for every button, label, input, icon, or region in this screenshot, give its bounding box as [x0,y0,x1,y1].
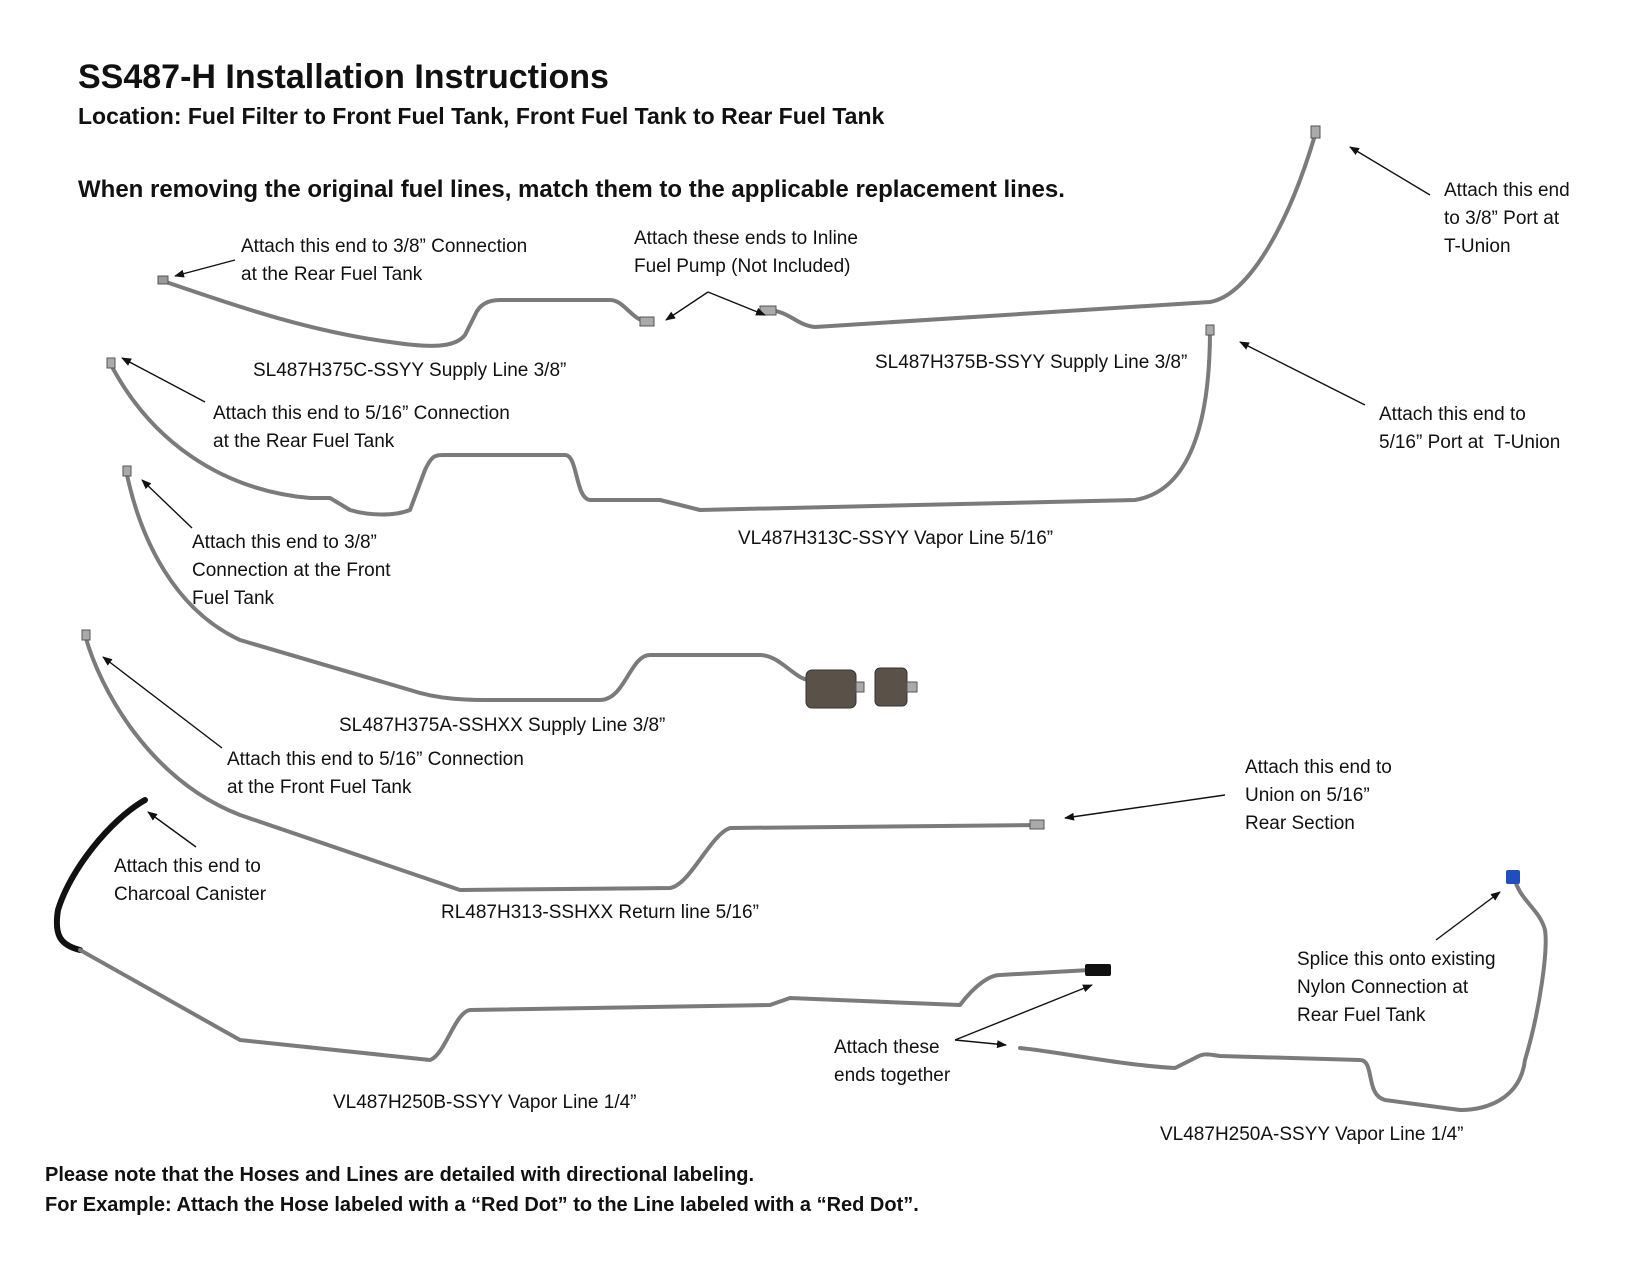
part-label-sl375a: SL487H375A-SSHXX Supply Line 3/8” [339,715,666,736]
arrow-rear-tank-38 [174,259,236,278]
callout-charcoal: Attach this end to Charcoal Canister [114,856,267,905]
location-subtitle: Location: Fuel Filter to Front Fuel Tank… [78,103,885,129]
arrow-rear-tank-516 [121,357,206,403]
arrow-tunion-38 [1349,146,1431,196]
part-label-vl250a: VL487H250A-SSYY Vapor Line 1/4” [1160,1124,1464,1145]
part-label-sl375c: SL487H375C-SSYY Supply Line 3/8” [253,360,567,381]
part-label-vl313c: VL487H313C-SSYY Vapor Line 5/16” [738,528,1054,549]
part-label-sl375b: SL487H375B-SSYY Supply Line 3/8” [875,352,1188,373]
part-label-vl250b: VL487H250B-SSYY Vapor Line 1/4” [333,1092,637,1113]
return-line-313 [81,629,1045,892]
callout-rear-tank-38: Attach this end to 3/8” Connection at th… [241,236,528,285]
arrow-tunion-516 [1239,341,1366,406]
callout-tunion-516: Attach this end to 5/16” Port at T-Union [1379,404,1561,453]
vapor-line-313c [106,324,1215,517]
arrow-inline-pump-left [665,291,709,321]
arrow-front-tank-38 [141,479,193,529]
footer-note-2: For Example: Attach the Hose labeled wit… [45,1194,919,1216]
footer-note-1: Please note that the Hoses and Lines are… [45,1164,755,1186]
arrow-charcoal [147,811,197,848]
callout-inline-pump: Attach these ends to Inline Fuel Pump (N… [634,228,858,277]
callout-front-tank-38: Attach this end to 3/8” Connection at th… [192,532,391,609]
supply-line-375a [122,465,918,709]
arrow-inline-pump-right [707,291,766,316]
arrow-front-tank-516 [102,656,223,749]
callout-front-tank-516: Attach this end to 5/16” Connection at t… [227,749,524,798]
vapor-line-250b [53,797,1111,1062]
arrow-together-upper [954,984,1093,1041]
part-label-rl313: RL487H313-SSHXX Return line 5/16” [441,902,759,923]
callout-arrows [102,146,1501,1049]
arrow-splice [1435,891,1501,941]
supply-line-375c [157,275,655,348]
callout-tunion-38: Attach this end to 3/8” Port at T-Union [1444,180,1570,257]
vapor-line-250a [1018,870,1548,1112]
page-title: SS487-H Installation Instructions [78,58,609,96]
arrow-together-lower [954,1039,1007,1049]
callout-union-516: Attach this end to Union on 5/16” Rear S… [1245,757,1392,834]
main-instruction: When removing the original fuel lines, m… [78,176,1065,203]
callout-ends-together: Attach these ends together [834,1037,951,1086]
arrow-union-516 [1064,794,1226,821]
callout-rear-tank-516: Attach this end to 5/16” Connection at t… [213,403,510,452]
callout-splice: Splice this onto existing Nylon Connecti… [1297,949,1496,1026]
